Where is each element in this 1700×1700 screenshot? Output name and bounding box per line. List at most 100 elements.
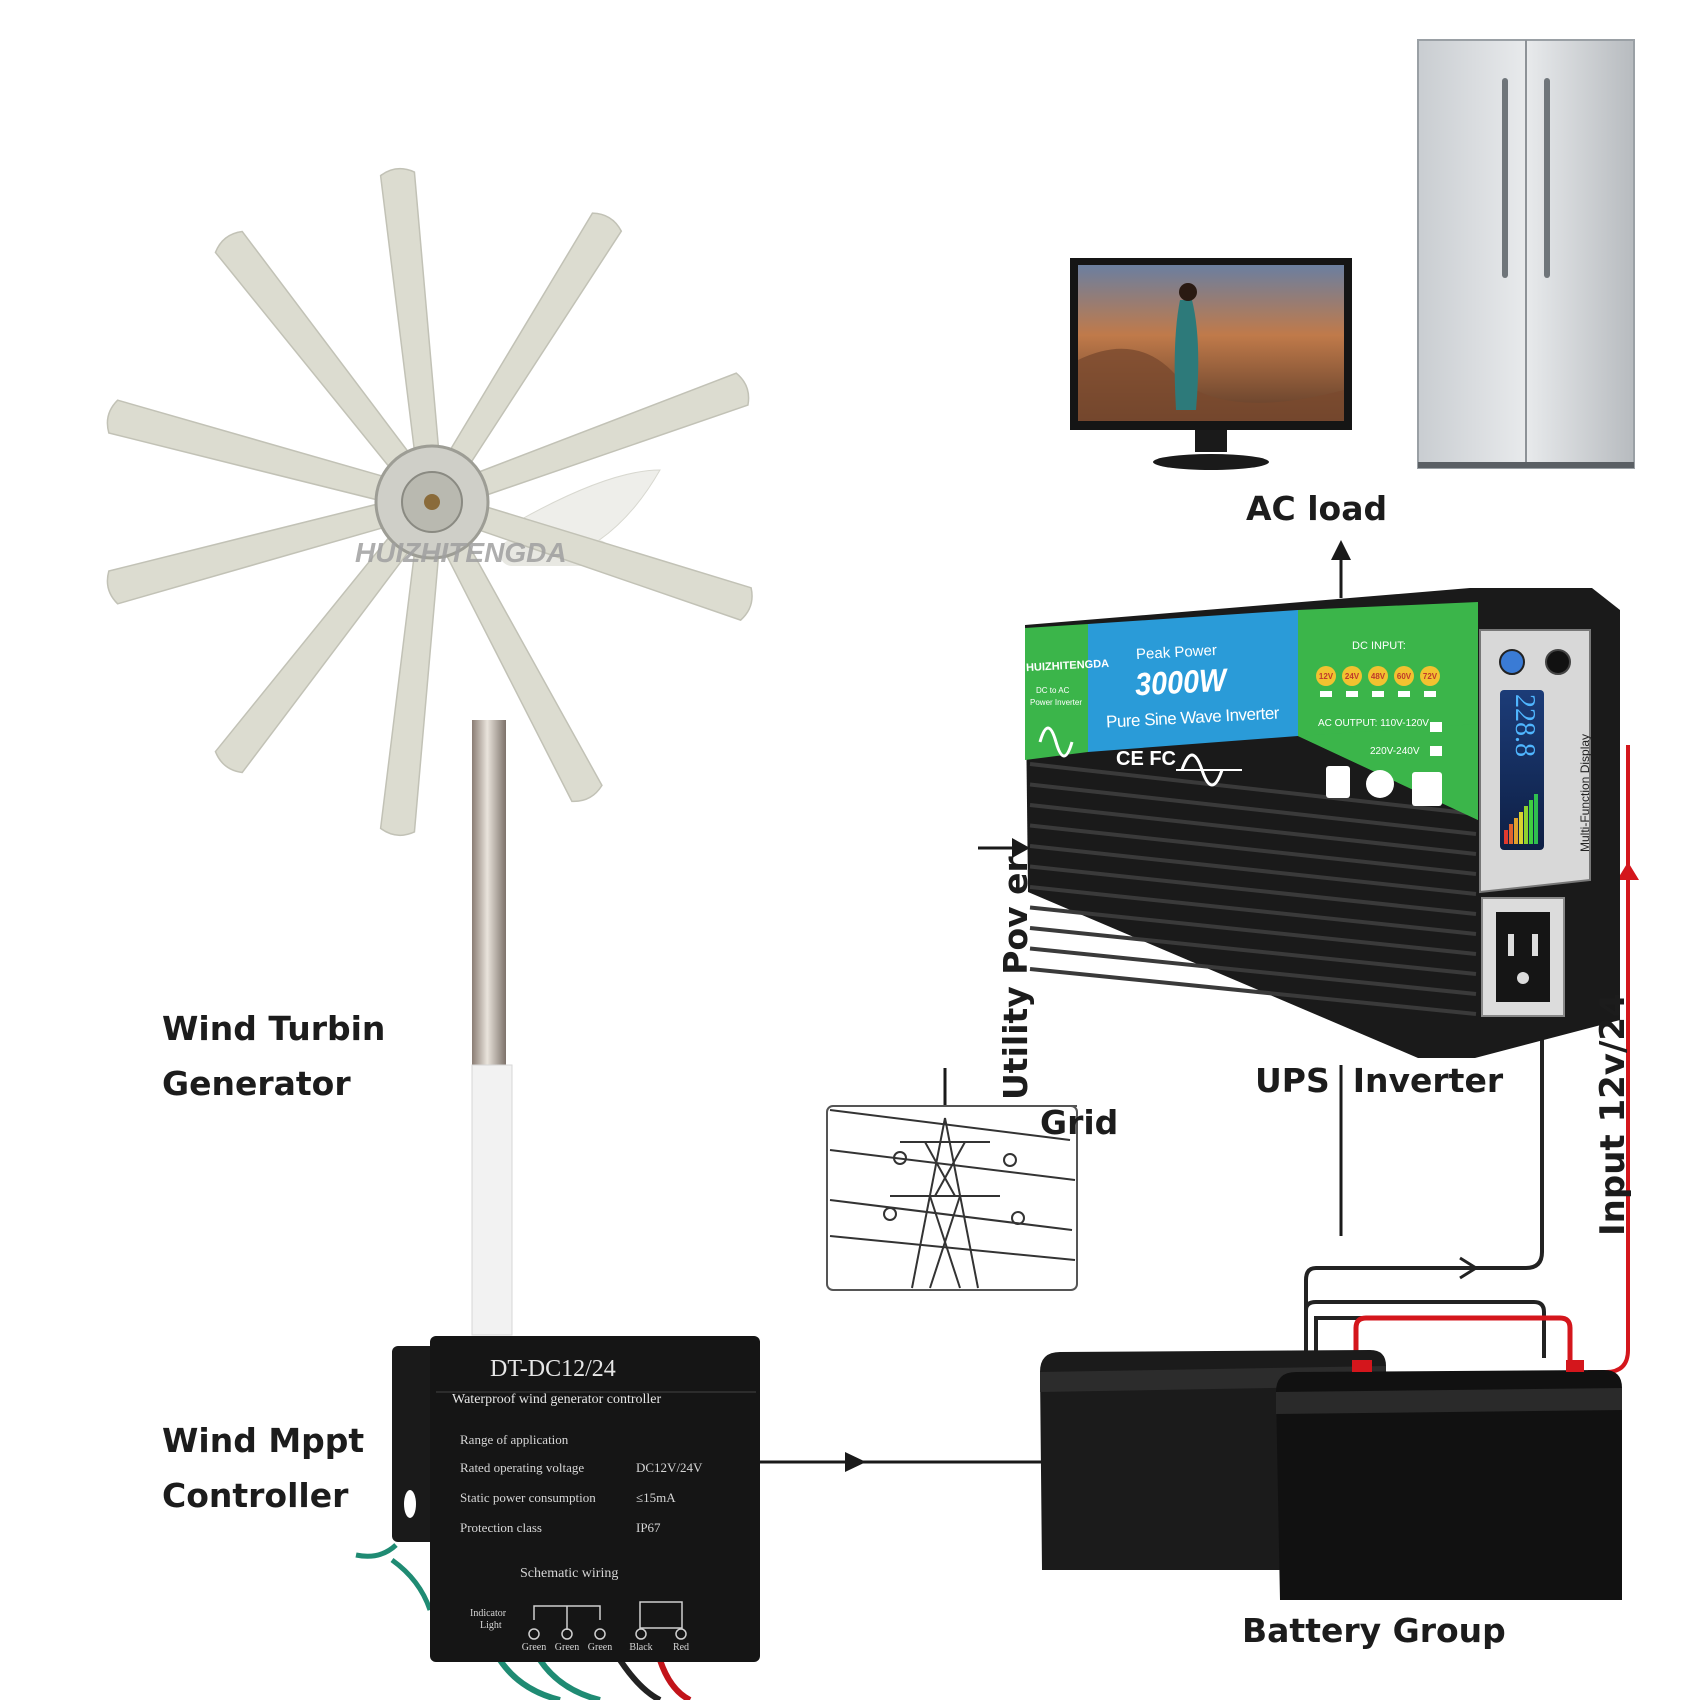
battery-right (1276, 1360, 1622, 1600)
inverter-type-line1: DC to AC (1036, 686, 1070, 695)
controller-subtitle: Waterproof wind generator controller (452, 1392, 662, 1407)
grid-pylon (826, 1105, 1078, 1291)
turbine-hub (374, 444, 490, 560)
inverter-fin (1029, 844, 1477, 896)
wind-mppt-label-line2: Controller (162, 1476, 349, 1515)
pylon-strut (944, 1117, 979, 1289)
dc-input-value: 72V (1423, 672, 1438, 681)
turbine-blade (106, 499, 398, 605)
pylon-strut (829, 1199, 1073, 1231)
turbine-blade (464, 372, 750, 501)
turbine-blades (106, 167, 753, 837)
schematic-terminal (675, 1628, 687, 1640)
dc-input-badge (1316, 666, 1336, 686)
inverter-ac-output-value-1: 110V-120V (1380, 718, 1429, 729)
fridge-handle-left (1502, 78, 1508, 278)
turbine-blade (442, 212, 623, 476)
dc-input-value: 60V (1397, 672, 1412, 681)
controller-spec-label: Static power consumption (460, 1490, 596, 1505)
controller-spec-value: ≤15mA (636, 1490, 676, 1505)
dc-input-badge (1368, 666, 1388, 686)
wind-mppt-label-line1: Wind Mppt (162, 1421, 365, 1460)
pylon-insulator (893, 1151, 907, 1165)
utility-power-label: Utility Pov er (996, 856, 1035, 1100)
refrigerator (1417, 39, 1635, 469)
turbine-blade (465, 502, 753, 621)
wind-turbine: HUIZHITENGDA (106, 167, 753, 1336)
turbine-blade (439, 530, 603, 803)
pylon-strut (829, 1109, 1071, 1141)
battery-group (1040, 1350, 1622, 1600)
ac-load-label: AC load (1246, 489, 1388, 528)
turbine-blade (106, 399, 398, 505)
monitor (1070, 258, 1352, 470)
controller-terminal-label: Red (672, 1642, 690, 1653)
pylon-insulator (883, 1207, 897, 1221)
controller-spec-label: Rated operating voltage (460, 1460, 585, 1475)
controller-terminal-label: Green (554, 1642, 580, 1653)
turbine-blade (214, 230, 418, 479)
inverter-outlet-us (1326, 766, 1350, 798)
dc-input-badge (1394, 666, 1414, 686)
controller-model: DT-DC12/24 (490, 1356, 616, 1382)
turbine-blade (379, 539, 441, 837)
wind-controller (355, 1336, 760, 1700)
wiring (758, 540, 1639, 1472)
pylon-strut (829, 1149, 1076, 1181)
pylon-insulator (1003, 1153, 1017, 1167)
lcd-level-bar (1514, 818, 1518, 844)
battery-bridge-wire (1353, 1315, 1573, 1370)
controller-body (430, 1336, 760, 1662)
inverter-outlet-eu (1366, 770, 1394, 798)
dc-input-badge (1342, 666, 1362, 686)
inverter: 12V 24V 48V 60V 72V (1025, 588, 1620, 1058)
schematic-battery (639, 1601, 683, 1629)
grid-label: Grid (1040, 1103, 1119, 1142)
controller-indicator-line2: Light (480, 1620, 502, 1631)
ups-inverter-label: UPS Inverter (1255, 1061, 1504, 1100)
pylon-strut (829, 1235, 1076, 1261)
inverter-fin (1029, 946, 1477, 996)
inverter-ac-output-label: AC OUTPUT: (1318, 718, 1378, 729)
battery-group-label: Battery Group (1242, 1611, 1506, 1650)
turbine-pole (472, 720, 506, 1080)
inverter-fin (1029, 967, 1477, 1016)
inverter-fin (1029, 885, 1477, 936)
monitor-stand (1153, 454, 1269, 470)
lcd-level-bar (1524, 806, 1528, 844)
controller-terminal-label: Green (521, 1642, 547, 1653)
controller-spec-value: DC12V/24V (636, 1460, 703, 1475)
inverter-fin (1029, 905, 1477, 956)
pylon-strut (929, 1195, 961, 1289)
pylon-insulator (1011, 1211, 1025, 1225)
schematic-terminal (594, 1628, 606, 1640)
controller-range: Range of application (460, 1432, 569, 1447)
controller-spec-label: Protection class (460, 1520, 542, 1535)
inverter-dc-input-label: DC INPUT: (1352, 640, 1406, 652)
turbine-blade (214, 525, 418, 774)
controller-indicator-line1: Indicator (470, 1608, 507, 1619)
schematic-terminal (528, 1628, 540, 1640)
inverter-type-line2: Power Inverter (1030, 698, 1083, 707)
dc-input-value: 24V (1345, 672, 1360, 681)
wind-turbine-label-line2: Generator (162, 1064, 351, 1103)
schematic-terminal (635, 1628, 647, 1640)
inverter-fin (1029, 762, 1477, 816)
dc-input-value: 12V (1319, 672, 1334, 681)
dc-input-value: 48V (1371, 672, 1386, 681)
grid-box (826, 1105, 1078, 1291)
wind-turbine-label-line1: Wind Turbin (162, 1009, 386, 1048)
inverter-power: 3000W (1134, 661, 1228, 703)
controller-terminal-label: Green (587, 1642, 613, 1653)
turbine-watermark: HUIZHITENGDA (355, 537, 567, 568)
schematic-line (533, 1605, 601, 1630)
controller-terminal-label: Black (629, 1642, 653, 1653)
controller-schematic-label: Schematic wiring (520, 1566, 619, 1581)
pylon-strut (924, 1141, 956, 1197)
fridge-handle-right (1544, 78, 1550, 278)
inverter-display-title: Multi-Function Display (1578, 733, 1592, 852)
inverter-blue-panel (1088, 610, 1298, 752)
turbine-blade (379, 167, 441, 465)
inverter-fin (1029, 864, 1477, 916)
